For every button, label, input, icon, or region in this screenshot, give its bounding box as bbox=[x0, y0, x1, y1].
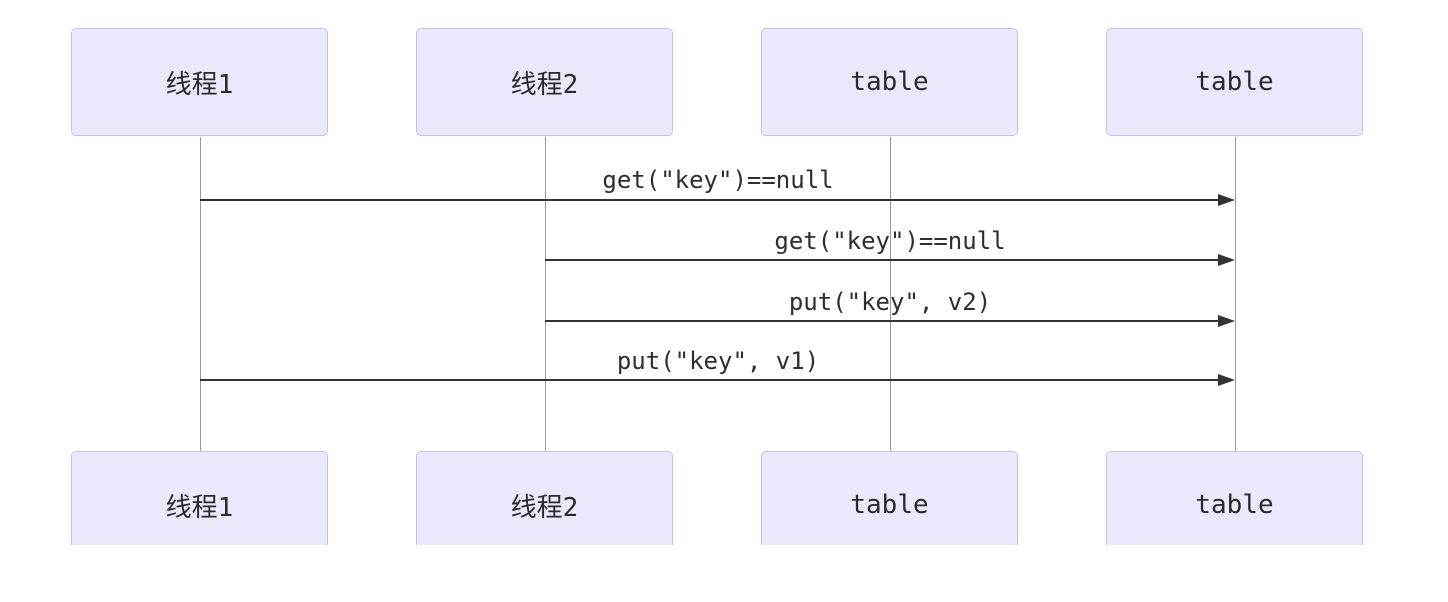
actor-label: 线程1 bbox=[165, 492, 234, 523]
actor-bottom-table1: table bbox=[761, 451, 1018, 545]
message-label: put("key", v2) bbox=[788, 288, 992, 316]
actor-top-table2: table bbox=[1106, 28, 1363, 136]
message-label: get("key")==null bbox=[774, 227, 1006, 255]
actor-label: table bbox=[1195, 490, 1274, 520]
arrowhead-icon bbox=[1218, 194, 1235, 206]
actor-top-thread1: 线程1 bbox=[71, 28, 328, 136]
actor-label: table bbox=[850, 490, 929, 520]
actor-bottom-thread1: 线程1 bbox=[71, 451, 328, 545]
sequence-diagram: 线程1 线程2 table table get("key")==null get… bbox=[71, 28, 1363, 545]
arrowhead-icon bbox=[1218, 315, 1235, 327]
lifeline-thread1 bbox=[200, 137, 201, 451]
message-label: get("key")==null bbox=[602, 166, 834, 194]
message-label: put("key", v1) bbox=[616, 347, 820, 375]
arrowhead-icon bbox=[1218, 254, 1235, 266]
actor-top-table1: table bbox=[761, 28, 1018, 136]
message-line bbox=[545, 320, 1222, 322]
lifeline-thread2 bbox=[545, 137, 546, 451]
message-line bbox=[545, 259, 1222, 261]
actor-label: table bbox=[1195, 67, 1274, 97]
actor-bottom-table2: table bbox=[1106, 451, 1363, 545]
arrowhead-icon bbox=[1218, 374, 1235, 386]
actor-label: table bbox=[850, 67, 929, 97]
actor-label: 线程1 bbox=[165, 69, 234, 100]
actor-top-thread2: 线程2 bbox=[416, 28, 673, 136]
lifeline-table2 bbox=[1235, 137, 1236, 451]
lifeline-table1 bbox=[890, 137, 891, 451]
actor-label: 线程2 bbox=[510, 69, 579, 100]
actor-bottom-thread2: 线程2 bbox=[416, 451, 673, 545]
message-line bbox=[200, 199, 1222, 201]
message-line bbox=[200, 379, 1222, 381]
actor-label: 线程2 bbox=[510, 492, 579, 523]
